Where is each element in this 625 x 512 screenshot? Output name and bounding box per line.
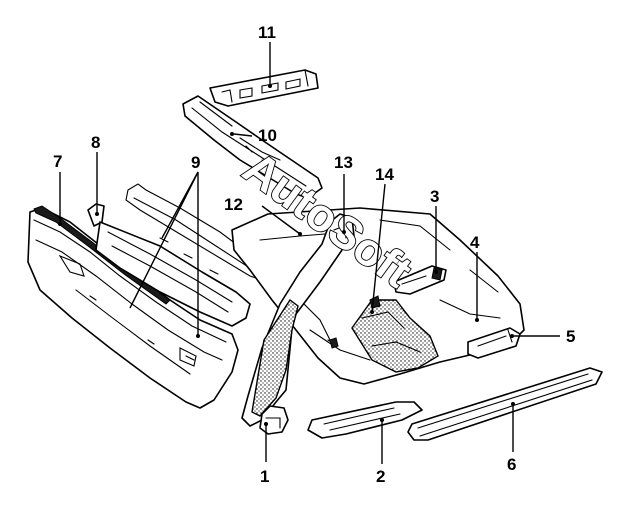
- part-10-seat-cross-member: [182, 95, 323, 199]
- leader-1-dot: [264, 422, 268, 426]
- callout-6: 6: [507, 455, 516, 474]
- part-6-outer-sill: [407, 367, 603, 441]
- leader-10: [233, 133, 253, 137]
- leader-11-dot: [268, 84, 272, 88]
- leader-6-dot: [511, 402, 515, 406]
- callout-10: 10: [258, 126, 277, 145]
- part-5-block: [467, 327, 521, 359]
- callout-2: 2: [376, 467, 385, 486]
- leader-5-dot: [510, 334, 514, 338]
- part-14-tunnel-panel: [351, 295, 439, 373]
- part-3-bracket: [393, 265, 447, 295]
- callout-5: 5: [566, 327, 575, 346]
- callout-8: 8: [91, 133, 100, 152]
- part-1-bracket: [259, 405, 289, 435]
- part-2-floor-extension: [307, 401, 423, 439]
- leader-7-dot: [58, 222, 62, 226]
- leader-12-dot: [298, 232, 302, 236]
- leader-4-dot: [475, 318, 479, 322]
- leader-14-dot: [370, 310, 374, 314]
- callout-labels: 11 10 7 8 9 12 13 14 3 4 5 6 2 1: [53, 23, 575, 486]
- leader-9b: [129, 171, 199, 309]
- leader-9-dot: [196, 334, 200, 338]
- callout-3: 3: [430, 187, 439, 206]
- callout-14: 14: [375, 165, 394, 184]
- part-13-tunnel-reinforcement: [241, 213, 355, 427]
- callout-12: 12: [224, 195, 243, 214]
- callout-13: 13: [334, 153, 353, 172]
- part-11-cross-member: [209, 69, 319, 107]
- leader-13-dot: [342, 230, 346, 234]
- leader-3-dot: [434, 270, 438, 274]
- callout-9: 9: [191, 153, 200, 172]
- callout-4: 4: [470, 233, 480, 252]
- callout-7: 7: [53, 152, 62, 171]
- leader-12: [261, 205, 301, 235]
- callout-11: 11: [258, 23, 276, 42]
- leader-2-dot: [380, 418, 384, 422]
- leader-10-dot: [230, 132, 234, 136]
- leader-lines: [58, 42, 560, 464]
- leader-14: [371, 183, 386, 313]
- callout-1: 1: [260, 467, 269, 486]
- leader-8-dot: [95, 212, 99, 216]
